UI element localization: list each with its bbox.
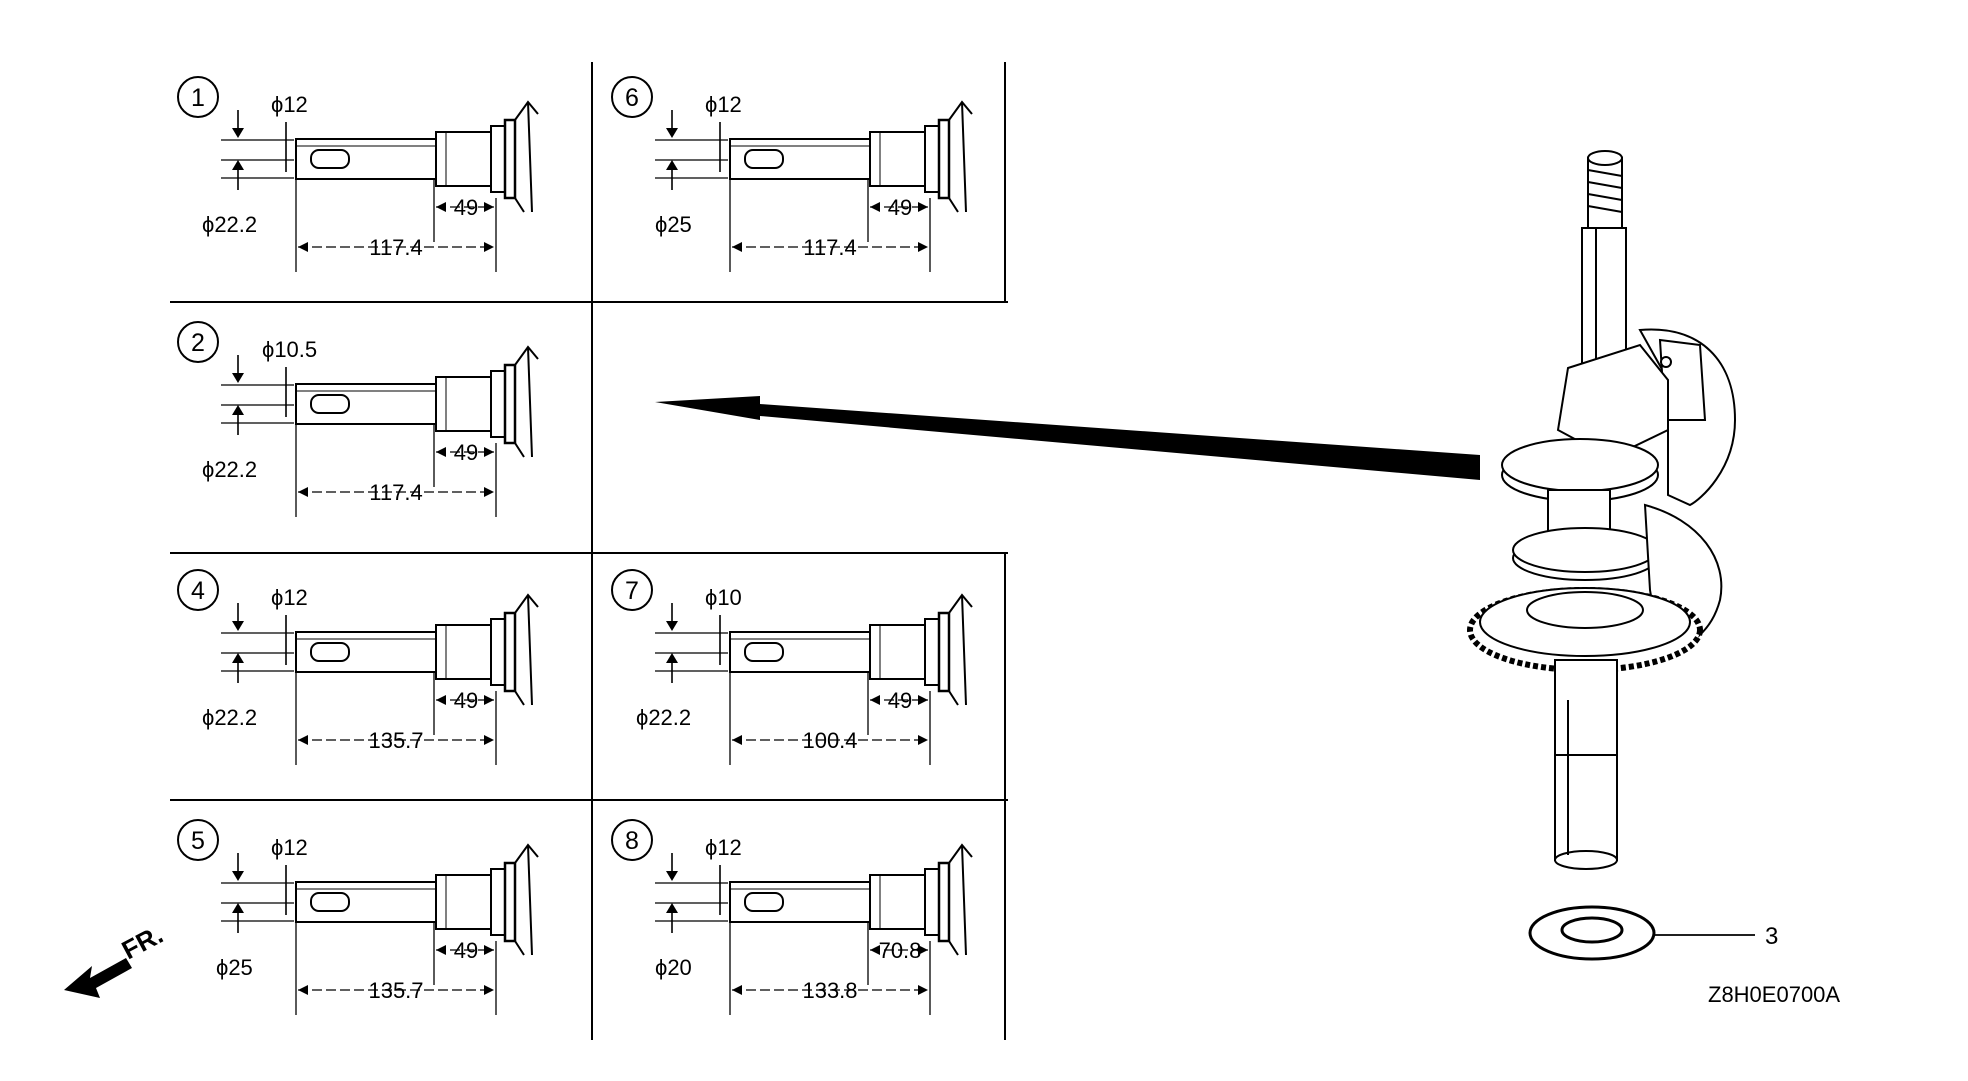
pointer-arrow bbox=[655, 396, 1480, 480]
shaft-variant-7: 7 ϕ10 ϕ22.2 49 100.4 bbox=[610, 568, 974, 767]
callout-number: 7 bbox=[625, 577, 639, 605]
total-length-label: 133.8 bbox=[802, 978, 857, 1003]
callout-number: 4 bbox=[191, 577, 205, 605]
shaft-variant-6: 6 ϕ12 ϕ25 49 117.4 bbox=[610, 75, 974, 274]
total-length-label: 117.4 bbox=[369, 235, 422, 260]
small-diameter-label: ϕ12 bbox=[271, 585, 308, 610]
short-length-label: 49 bbox=[888, 195, 912, 220]
short-length-label: 70.8 bbox=[879, 938, 922, 963]
small-diameter-label: ϕ12 bbox=[271, 92, 308, 117]
shaft-variant-5: 5 ϕ12 ϕ25 49 135.7 bbox=[176, 818, 540, 1017]
short-length-label: 49 bbox=[454, 440, 478, 465]
total-length-label: 135.7 bbox=[368, 728, 423, 753]
shaft-variant-4: 4 ϕ12 ϕ22.2 49 135.7 bbox=[176, 568, 540, 767]
callout-number: 1 bbox=[191, 84, 205, 112]
short-length-label: 49 bbox=[454, 688, 478, 713]
washer-callout: 3 bbox=[1765, 923, 1778, 950]
large-diameter-label: ϕ22.2 bbox=[636, 705, 691, 730]
callout-number: 2 bbox=[191, 329, 205, 357]
front-label: FR. bbox=[117, 919, 168, 965]
panel-grid bbox=[170, 62, 1008, 1040]
total-length-label: 135.7 bbox=[368, 978, 423, 1003]
large-diameter-label: ϕ22.2 bbox=[202, 705, 257, 730]
total-length-label: 117.4 bbox=[803, 235, 856, 260]
callout-number: 6 bbox=[625, 84, 639, 112]
total-length-label: 117.4 bbox=[369, 480, 422, 505]
shaft-variant-8: 8 ϕ12 ϕ20 70.8 133.8 bbox=[610, 818, 974, 1017]
large-diameter-label: ϕ22.2 bbox=[202, 457, 257, 482]
large-diameter-label: ϕ20 bbox=[655, 955, 692, 980]
short-length-label: 49 bbox=[888, 688, 912, 713]
drawing-code: Z8H0E0700A bbox=[1708, 982, 1840, 1007]
crankshaft-illustration bbox=[1467, 150, 1737, 870]
shaft-variant-2: 2 ϕ10.5 ϕ22.2 49 117.4 bbox=[176, 320, 540, 519]
front-direction-arrow: FR. bbox=[64, 919, 168, 998]
small-diameter-label: ϕ12 bbox=[705, 835, 742, 860]
short-length-label: 49 bbox=[454, 938, 478, 963]
small-diameter-label: ϕ10 bbox=[705, 585, 742, 610]
short-length-label: 49 bbox=[454, 195, 478, 220]
small-diameter-label: ϕ10.5 bbox=[262, 337, 317, 362]
shaft-variant-1: 1 ϕ12 ϕ22.2 49 117.4 bbox=[176, 75, 540, 274]
callout-number: 5 bbox=[191, 827, 205, 855]
large-diameter-label: ϕ25 bbox=[216, 955, 253, 980]
thrust-washer: 3 bbox=[1528, 905, 1778, 961]
callout-number: 8 bbox=[625, 827, 639, 855]
total-length-label: 100.4 bbox=[802, 728, 857, 753]
small-diameter-label: ϕ12 bbox=[271, 835, 308, 860]
small-diameter-label: ϕ12 bbox=[705, 92, 742, 117]
large-diameter-label: ϕ25 bbox=[655, 212, 692, 237]
large-diameter-label: ϕ22.2 bbox=[202, 212, 257, 237]
